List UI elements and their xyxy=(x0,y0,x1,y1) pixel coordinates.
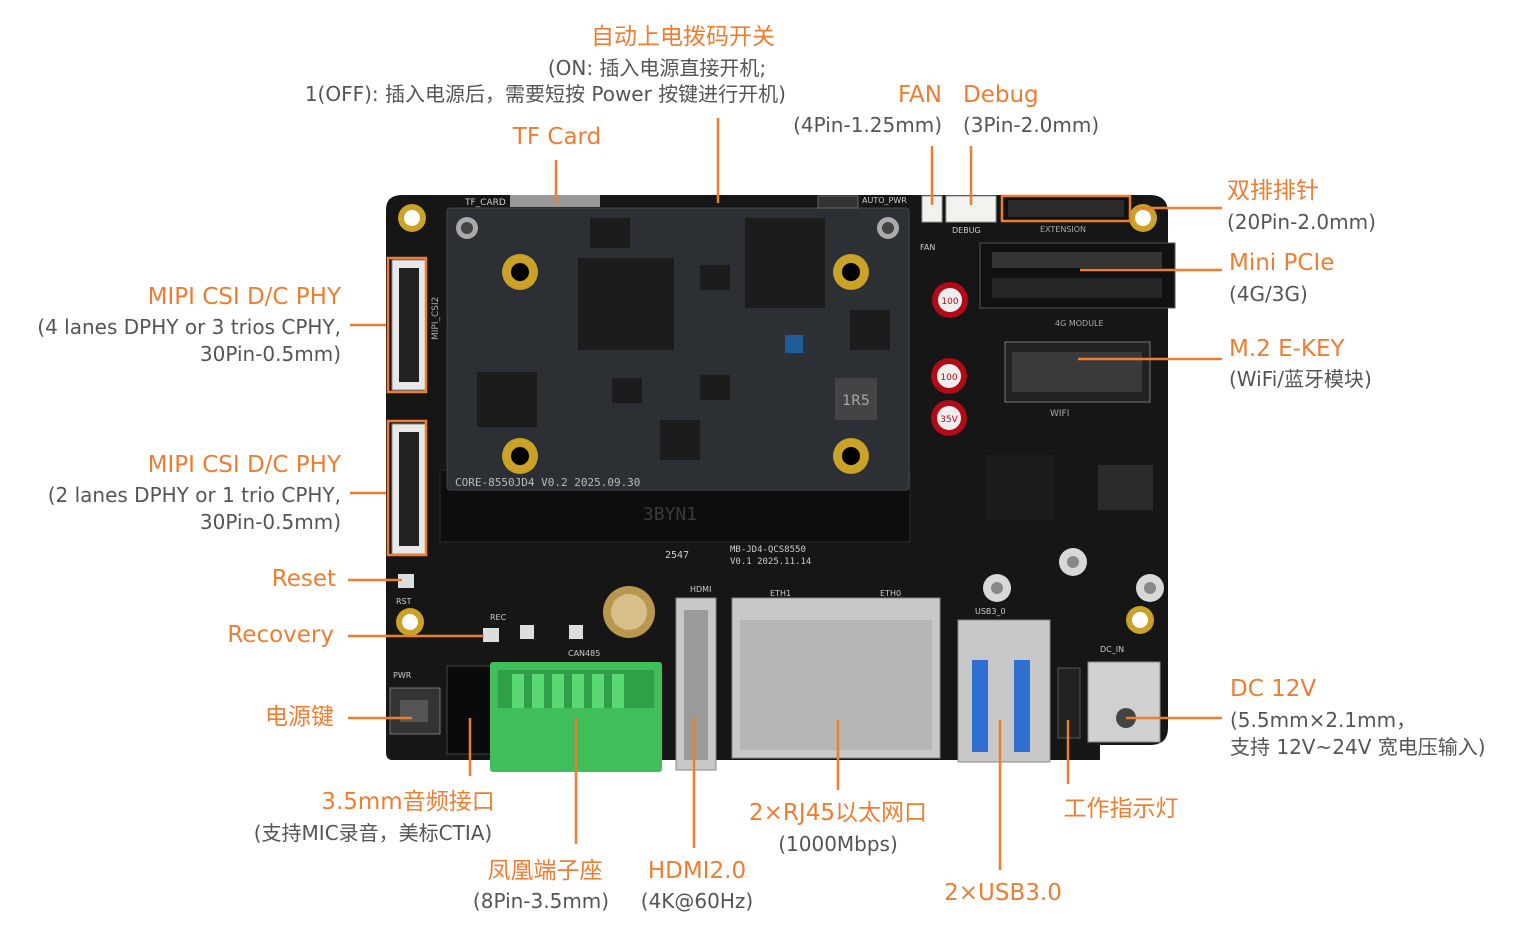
audio-sub: (支持MIC录音，美标CTIA) xyxy=(253,821,493,845)
module-silk: CORE-8550JD4 V0.2 2025.09.30 xyxy=(455,476,640,489)
hdmi-sub: (4K@60Hz) xyxy=(640,889,754,913)
auto-power-switch xyxy=(817,195,859,209)
svg-text:DEBUG: DEBUG xyxy=(952,226,981,235)
svg-text:TF_CARD: TF_CARD xyxy=(464,198,506,208)
svg-text:ETH1: ETH1 xyxy=(770,589,791,598)
svg-text:RST: RST xyxy=(396,597,412,606)
silk-3byn: 3BYN1 xyxy=(643,504,697,525)
svg-text:USB3_0: USB3_0 xyxy=(975,607,1006,616)
mipi2-title: MIPI CSI D/C PHY xyxy=(147,452,341,478)
electrolytic-capacitor: 100 xyxy=(932,282,968,318)
soc-chip xyxy=(578,258,674,350)
svg-text:HDMI: HDMI xyxy=(690,585,711,594)
svg-text:FAN: FAN xyxy=(920,243,935,252)
mini-pcie-title: Mini PCIe xyxy=(1229,250,1335,276)
mipi2-line-2: 30Pin-0.5mm) xyxy=(199,510,341,534)
m2-title: M.2 E-KEY xyxy=(1229,336,1345,362)
rj45-sub: (1000Mbps) xyxy=(778,832,898,856)
dual-header-title: 双排排针 xyxy=(1227,178,1319,204)
svg-text:35V: 35V xyxy=(940,415,958,425)
electrolytic-capacitor: 35V xyxy=(931,400,967,436)
hdmi-title: HDMI2.0 xyxy=(647,858,747,884)
fan-sub: (4Pin-1.25mm) xyxy=(793,113,942,137)
svg-text:AUTO_PWR: AUTO_PWR xyxy=(862,196,907,205)
dc-line-1: (5.5mm×2.1mm， xyxy=(1230,708,1417,732)
mipi1-line-2: 30Pin-0.5mm) xyxy=(199,342,341,366)
inductor xyxy=(835,378,877,420)
dc-line-2: 支持 12V~24V 宽电压输入) xyxy=(1230,735,1486,759)
svg-text:MB-JD4-QCS8550: MB-JD4-QCS8550 xyxy=(730,545,806,555)
svg-text:MIPI_CSI2: MIPI_CSI2 xyxy=(431,297,441,340)
svg-text:ETH0: ETH0 xyxy=(880,589,901,598)
svg-text:PWR: PWR xyxy=(393,671,412,680)
led-title: 工作指示灯 xyxy=(1063,796,1179,822)
electrolytic-capacitor: 100 xyxy=(931,358,967,394)
dual-header-sub: (20Pin-2.0mm) xyxy=(1227,210,1376,234)
reset-title: Reset xyxy=(271,566,336,592)
mipi1-title: MIPI CSI D/C PHY xyxy=(147,284,341,310)
reset-button xyxy=(398,574,414,588)
dc-jack xyxy=(1087,661,1161,743)
svg-text:DC_IN: DC_IN xyxy=(1100,645,1124,654)
mipi2-highlight xyxy=(386,419,428,557)
svg-text:100: 100 xyxy=(940,373,957,383)
audio-title: 3.5mm音频接口 xyxy=(321,789,495,815)
boot-switch-line-1: (ON: 插入电源直接开机; xyxy=(547,56,767,80)
svg-text:EXTENSION: EXTENSION xyxy=(1040,225,1086,234)
svg-text:V0.1 2025.11.14: V0.1 2025.11.14 xyxy=(730,557,811,567)
debug-title: Debug xyxy=(963,82,1039,108)
bridge-chip xyxy=(985,455,1055,520)
memory-chip xyxy=(745,218,825,308)
recovery-title: Recovery xyxy=(227,622,334,648)
tf-card-title: TF Card xyxy=(512,124,602,150)
svg-text:WIFI: WIFI xyxy=(1050,409,1069,419)
svg-text:REC: REC xyxy=(490,613,507,622)
phoenix-sub: (8Pin-3.5mm) xyxy=(472,889,610,913)
dc-title: DC 12V xyxy=(1230,676,1317,702)
usb-title: 2×USB3.0 xyxy=(944,880,1062,906)
boot-switch-line-2: 1(OFF): 插入电源后，需要短按 Power 按键进行开机) xyxy=(304,82,786,106)
svg-text:100: 100 xyxy=(941,297,958,307)
mipi1-line-1: (4 lanes DPHY or 3 trios CPHY, xyxy=(37,315,341,339)
boot-switch-title: 自动上电拨码开关 xyxy=(591,24,775,50)
recovery-button xyxy=(483,628,499,642)
mipi2-line-1: (2 lanes DPHY or 1 trio CPHY, xyxy=(47,483,341,507)
svg-text:CAN485: CAN485 xyxy=(568,649,600,658)
fan-title: FAN xyxy=(897,82,942,108)
mipi1-highlight xyxy=(386,256,428,394)
leader-lines xyxy=(348,118,1222,870)
phoenix-title: 凤凰端子座 xyxy=(487,858,603,884)
svg-text:1R5: 1R5 xyxy=(842,393,870,409)
rj45-title: 2×RJ45以太网口 xyxy=(749,800,927,826)
mini-pcie-sub: (4G/3G) xyxy=(1229,282,1308,306)
m2-sub: (WiFi/蓝牙模块) xyxy=(1229,367,1372,391)
svg-text:4G MODULE: 4G MODULE xyxy=(1055,319,1104,328)
usb3-ports xyxy=(957,619,1051,763)
svg-text:2547: 2547 xyxy=(665,550,689,561)
debug-sub: (3Pin-2.0mm) xyxy=(963,113,1100,137)
power-key-title: 电源键 xyxy=(265,704,334,730)
